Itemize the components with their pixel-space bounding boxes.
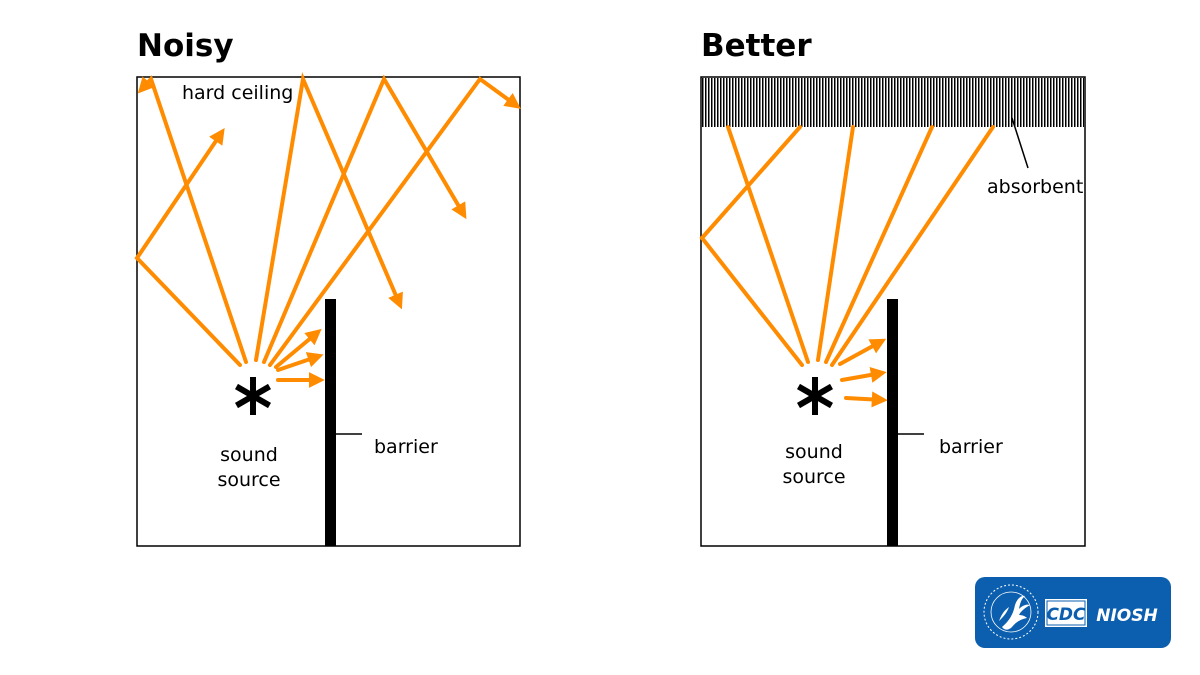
noisy-barrier-label: barrier	[374, 436, 438, 458]
better-panel: absorbent barrier sound source	[699, 76, 1086, 547]
better-ray-8	[844, 391, 888, 408]
better-ray-7	[840, 367, 887, 383]
cdc-logo-box	[1045, 599, 1087, 627]
better-ray-2	[726, 125, 810, 364]
better-barrier	[887, 299, 898, 546]
cdc-niosh-logo: CDC NIOSH	[975, 577, 1171, 648]
absorbent-ceiling	[702, 78, 1084, 127]
noisy-ray-2	[137, 75, 248, 364]
noisy-ray-4	[262, 74, 467, 364]
logo-graphics: CDC NIOSH	[983, 584, 1158, 640]
noisy-ceiling-label: hard ceiling	[182, 82, 293, 104]
noisy-ray-1	[134, 128, 242, 367]
sound-source-asterisk-icon	[235, 377, 271, 415]
better-barrier-label: barrier	[939, 436, 1003, 458]
noisy-ray-6	[274, 328, 322, 369]
sound-source-asterisk-icon	[797, 377, 833, 415]
better-ray-4	[824, 125, 934, 364]
cdc-logo-text: CDC	[1046, 605, 1086, 625]
better-panel-title: Better	[701, 28, 812, 64]
better-ray-1	[699, 125, 804, 367]
better-ray-5	[830, 125, 995, 367]
better-source-label-line1: sound	[785, 441, 843, 463]
noisy-ray-7	[276, 352, 324, 372]
better-source-label-line2: source	[782, 466, 845, 488]
better-ray-3	[816, 125, 855, 362]
noisy-source-label-line2: source	[217, 469, 280, 491]
absorbent-leader	[1011, 117, 1029, 169]
noisy-barrier	[325, 299, 336, 546]
noisy-panel-title: Noisy	[137, 28, 234, 64]
better-ray-6	[838, 338, 887, 366]
niosh-logo-text: NIOSH	[1096, 606, 1157, 626]
noisy-panel: hard ceiling barrier sound source	[134, 71, 521, 547]
noisy-source-label-line1: sound	[220, 444, 278, 466]
hhs-eagle-seal-icon	[983, 584, 1039, 640]
noisy-sound-rays	[134, 71, 521, 388]
better-sound-rays	[699, 125, 995, 408]
absorbent-label: absorbent	[987, 176, 1083, 198]
noisy-ray-5	[268, 76, 521, 367]
